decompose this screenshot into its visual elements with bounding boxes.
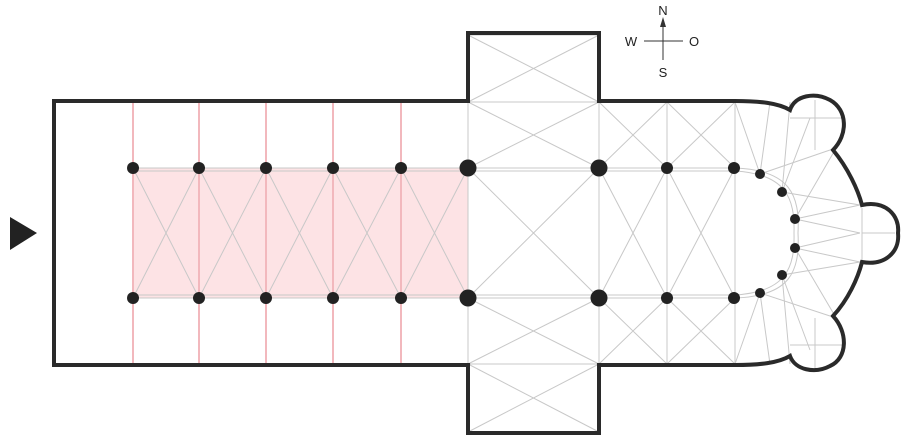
pillar <box>590 159 608 177</box>
entrance-arrow-icon <box>10 217 37 250</box>
pillar <box>127 162 139 174</box>
pillar <box>127 292 139 304</box>
pillar <box>327 292 339 304</box>
compass: N S W O <box>625 3 699 80</box>
pillar <box>755 288 765 298</box>
pillar <box>327 162 339 174</box>
compass-south-label: S <box>659 65 668 80</box>
pillar <box>395 162 407 174</box>
pillar <box>790 243 800 253</box>
pillar <box>661 292 673 304</box>
pillar <box>193 292 205 304</box>
pillar <box>777 187 787 197</box>
compass-north-arrow-icon <box>660 17 666 27</box>
pillar <box>459 289 477 307</box>
pillar <box>459 159 477 177</box>
compass-east-label: O <box>689 34 699 49</box>
pillar <box>590 289 608 307</box>
pillar <box>728 292 740 304</box>
compass-north-label: N <box>658 3 667 18</box>
pillar <box>755 169 765 179</box>
pillars <box>127 159 800 307</box>
pillar <box>395 292 407 304</box>
pillar <box>193 162 205 174</box>
pillar <box>777 270 787 280</box>
compass-west-label: W <box>625 34 638 49</box>
pillar <box>260 162 272 174</box>
pillar <box>661 162 673 174</box>
pillar <box>728 162 740 174</box>
outer-walls <box>52 31 901 435</box>
pillar <box>790 214 800 224</box>
pillar <box>260 292 272 304</box>
